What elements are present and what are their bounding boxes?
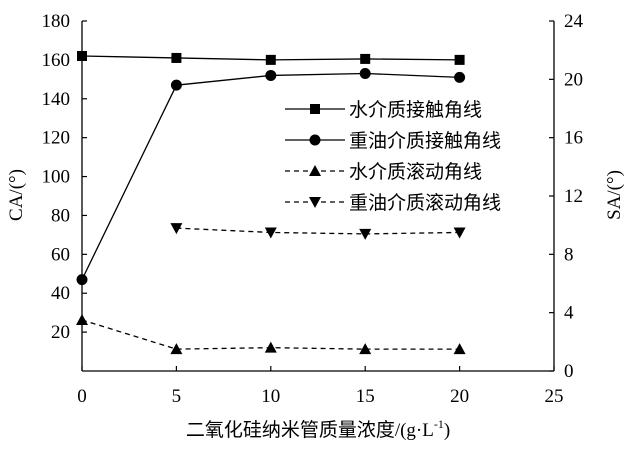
y-right-tick-label: 12 [564,186,583,207]
y-left-axis-title: CA/(°) [6,169,27,221]
y-left-tick-label: 140 [42,89,71,110]
data-point-3 [170,223,183,235]
ticks: 0 5 10 15 20 25 20 40 60 80 100 120 140 160 180 0 4 8 12 16… [42,11,584,407]
legend-marker-3 [309,197,321,208]
y-right-tick-label: 0 [564,361,574,382]
x-axis-title-sup: -1 [434,417,444,431]
series [76,51,466,355]
y-left-tick-label: 60 [51,244,70,265]
y-right-tick-label: 16 [564,128,583,149]
y-right-tick-label: 8 [564,244,574,265]
x-tick-label: 20 [450,386,469,407]
x-tick-label: 10 [261,386,280,407]
y-right-tick-label: 20 [564,69,583,90]
data-point-3 [359,228,372,240]
x-tick-label: 15 [356,386,375,407]
x-axis-title: 二氧化硅纳米管质量浓度/(g·L-1) [186,417,450,441]
data-point-0 [360,53,371,64]
y-left-tick-label: 100 [42,167,71,188]
data-point-3 [264,227,277,239]
y-left-tick-label: 180 [42,11,71,32]
x-axis-title-main: 二氧化硅纳米管质量浓度/(g·L [186,419,434,441]
data-point-0 [454,54,465,65]
y-left-tick-label: 40 [51,283,70,304]
data-point-2 [359,343,372,355]
y-left-tick-label: 80 [51,205,70,226]
y-right-tick-label: 4 [564,303,574,324]
y-right-tick-label: 24 [564,11,584,32]
data-point-2 [264,341,277,353]
y-left-tick-label: 20 [51,322,70,343]
data-point-2 [453,343,466,355]
series-line-3 [176,227,460,235]
data-point-2 [76,313,88,325]
data-point-0 [77,51,87,61]
y-left-tick-label: 120 [42,128,71,149]
data-point-0 [171,52,182,63]
legend-label-1: 重油介质接触角线 [349,130,501,152]
x-tick-label: 0 [77,386,87,407]
data-point-3 [453,227,466,239]
x-tick-label: 5 [172,386,182,407]
legend-marker-0 [310,104,320,114]
data-point-1 [454,71,466,83]
legend-marker-1 [309,134,321,146]
data-point-1 [76,274,88,286]
legend-label-2: 水介质滚动角线 [349,161,482,183]
legend-label-3: 重油介质滚动角线 [349,192,501,214]
y-left-tick-label: 160 [42,50,71,71]
data-point-1 [170,79,182,91]
x-axis-title-tail: ) [444,420,450,441]
data-point-1 [265,69,277,81]
data-point-0 [265,54,276,65]
data-point-2 [170,343,183,355]
x-tick-label: 25 [545,386,564,407]
y-right-axis-title: SA/(°) [604,170,625,220]
legend-label-0: 水介质接触角线 [349,99,482,121]
legend-marker-2 [309,165,321,176]
data-point-1 [359,68,371,79]
